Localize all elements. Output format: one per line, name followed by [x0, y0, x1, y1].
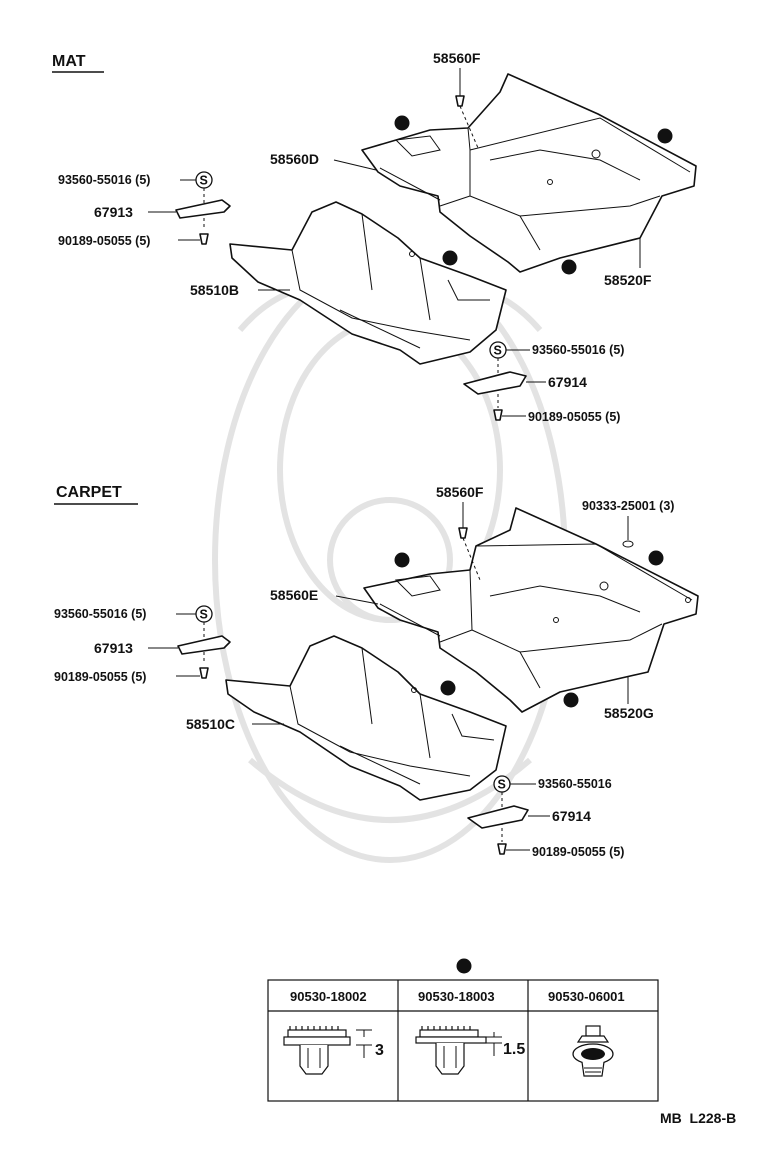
part-label: 90189-05055 (5): [54, 670, 146, 684]
scuff-plate-bracket: [175, 199, 231, 219]
part-label: 58520G: [604, 705, 654, 721]
part-label: 93560-55016 (5): [58, 173, 150, 187]
part-label: 90189-05055 (5): [58, 234, 150, 248]
part-label: 58560F: [436, 484, 484, 500]
section-title-carpet: CARPET: [56, 484, 122, 501]
fastener-dot-marker: [563, 692, 579, 708]
part-label: 67913: [94, 640, 133, 656]
part-label: 90189-05055 (5): [528, 410, 620, 424]
fastener-dot-marker: [657, 128, 673, 144]
table-header: 90530-18002: [290, 989, 367, 1004]
clip-fastener-drawing: [415, 1026, 502, 1075]
s-mark-symbol: S: [200, 174, 208, 188]
clip-assembly-right: S: [463, 341, 546, 421]
clip-fastener-drawing: [283, 1026, 372, 1075]
s-mark-symbol: S: [498, 778, 506, 792]
clip-assembly-left: S: [148, 605, 231, 679]
footer-code: MB L228-B: [660, 1110, 736, 1126]
fastener-dot-marker: [561, 259, 577, 275]
part-label: 93560-55016 (5): [532, 343, 624, 357]
part-label: 58560E: [270, 587, 318, 603]
part-label: 90189-05055 (5): [532, 845, 624, 859]
front-floor-mat: [229, 201, 507, 365]
part-label: 67913: [94, 204, 133, 220]
scuff-plate-bracket: [467, 805, 529, 829]
clip-assembly-right: S: [467, 775, 550, 855]
part-label: 90333-25001 (3): [582, 499, 674, 513]
rear-floor-carpet: [363, 507, 699, 713]
s-mark-symbol: S: [494, 344, 502, 358]
fastener-dot-marker: [456, 958, 472, 974]
dimension-label: 3: [375, 1042, 384, 1059]
part-label: 58510B: [190, 282, 239, 298]
grommet-fastener-drawing: [572, 1025, 614, 1077]
part-label: 67914: [548, 374, 587, 390]
table-header: 90530-06001: [548, 989, 625, 1004]
s-mark-symbol: S: [200, 608, 208, 622]
part-label: 93560-55016: [538, 777, 612, 791]
fastener-dot-marker: [394, 115, 410, 131]
part-label: 58560D: [270, 151, 319, 167]
part-label: 67914: [552, 808, 591, 824]
clip-assembly-left: S: [148, 171, 231, 245]
part-label: 58520F: [604, 272, 652, 288]
fastener-table: 90530-18002 90530-18003 90530-06001 3: [267, 979, 659, 1102]
part-label: 93560-55016 (5): [54, 607, 146, 621]
dimension-label: 1.5: [503, 1041, 525, 1058]
section-title-mat: MAT: [52, 53, 86, 70]
front-floor-carpet: [225, 635, 507, 801]
fastener-dot-marker: [442, 250, 458, 266]
fastener-dot-marker: [440, 680, 456, 696]
table-header: 90530-18003: [418, 989, 495, 1004]
fastener-dot-marker: [394, 552, 410, 568]
rear-floor-mat: [361, 73, 697, 273]
scuff-plate-bracket: [463, 371, 527, 395]
part-label: 58510C: [186, 716, 235, 732]
part-label: 58560F: [433, 50, 481, 66]
fastener-dot-marker: [648, 550, 664, 566]
scuff-plate-bracket: [177, 635, 231, 655]
